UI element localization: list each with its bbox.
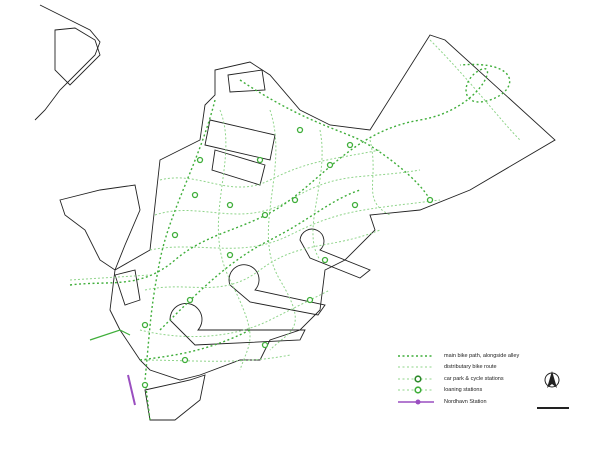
loop-basin-2 xyxy=(228,264,326,316)
legend-swatch xyxy=(396,398,436,406)
distributary-routes xyxy=(69,39,521,371)
legend-item-main: main bike path, alongside alley xyxy=(396,350,519,362)
legend-label: distributary bike route xyxy=(444,364,497,371)
nordhavn-station xyxy=(89,329,136,406)
legend-item-carpark: car park & cycle stations xyxy=(396,373,519,385)
pier-north xyxy=(54,27,101,86)
nordhavn-land xyxy=(109,34,556,381)
small-pier xyxy=(114,269,141,306)
south-quay xyxy=(144,374,206,421)
map-legend: main bike path, alongside alley distribut… xyxy=(396,350,519,408)
legend-swatch xyxy=(396,375,436,383)
north-block xyxy=(227,69,266,93)
main-bike-paths xyxy=(69,63,511,421)
legend-label: car park & cycle stations xyxy=(444,375,504,382)
legend-item-station: Nordhavn Station xyxy=(396,396,519,408)
coastline xyxy=(34,4,556,421)
scale-bar xyxy=(537,407,569,409)
legend-label: loaning stations xyxy=(444,387,483,394)
loop-basin-3 xyxy=(169,302,306,346)
legend-swatch xyxy=(396,352,436,360)
legend-swatch xyxy=(396,386,436,394)
stations xyxy=(141,126,434,389)
coast-west xyxy=(34,4,101,121)
legend-swatch xyxy=(396,363,436,371)
west-harbour xyxy=(59,184,141,271)
loop-basin-1 xyxy=(299,228,371,279)
legend-label: Nordhavn Station xyxy=(444,398,487,405)
legend-label: main bike path, alongside alley xyxy=(444,352,520,359)
legend-item-dist: distributary bike route xyxy=(396,362,519,374)
basins xyxy=(204,119,276,186)
north-arrow-icon xyxy=(544,371,560,388)
legend-item-loan: loaning stations xyxy=(396,385,519,397)
